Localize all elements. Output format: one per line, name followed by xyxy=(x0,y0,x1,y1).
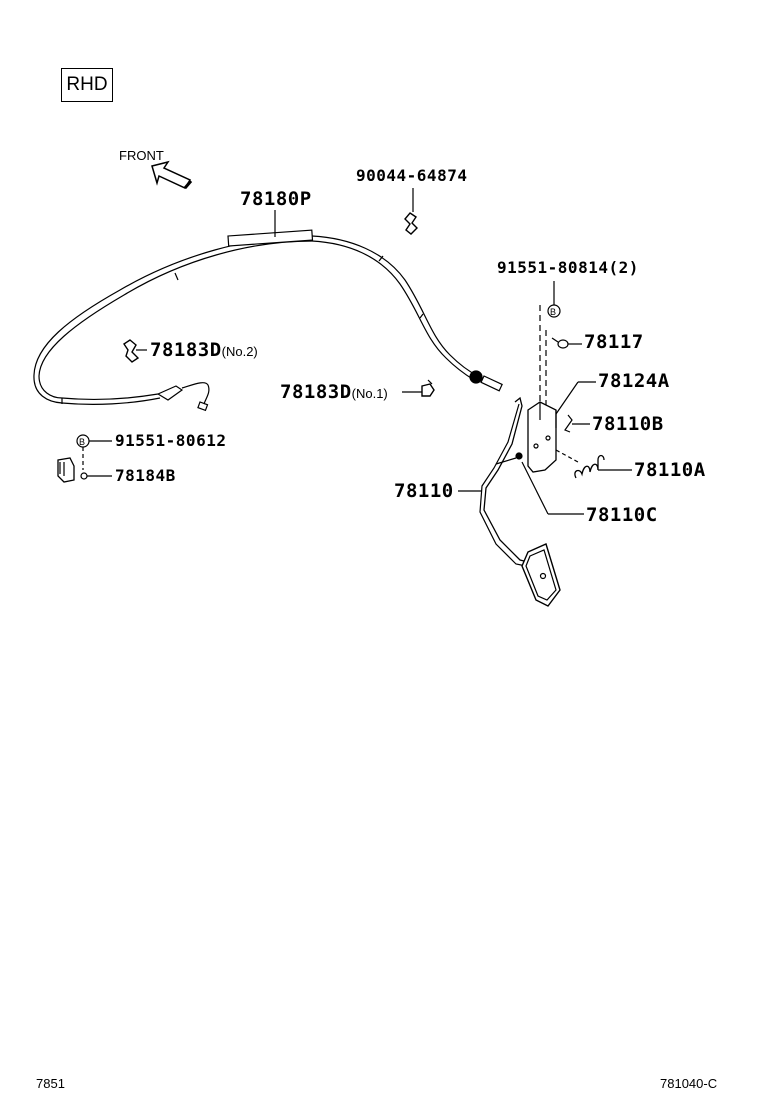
part-label-78124a[interactable]: 78124A xyxy=(598,372,670,391)
part-number: 78110C xyxy=(586,504,658,526)
bolt-bracket-left: B xyxy=(57,434,112,483)
clamp-no1-icon xyxy=(402,379,435,397)
part-number: 78180P xyxy=(240,188,312,210)
part-label-78180p[interactable]: 78180P xyxy=(240,190,312,209)
part-label-78110a[interactable]: 78110A xyxy=(634,461,706,480)
part-label-78183d-no2[interactable]: 78183D(No.2) xyxy=(150,341,258,360)
part-number: 78183D xyxy=(280,381,352,403)
part-suffix: (No.2) xyxy=(221,344,258,359)
part-label-78110c[interactable]: 78110C xyxy=(586,506,658,525)
part-number: 78183D xyxy=(150,339,222,361)
part-number: 78110A xyxy=(634,459,706,481)
stopper-icon xyxy=(551,337,582,349)
svg-text:B: B xyxy=(79,437,85,447)
page-code: 7851 xyxy=(36,1076,65,1091)
part-label-90044-64874[interactable]: 90044-64874 xyxy=(356,168,467,184)
part-label-78184b[interactable]: 78184B xyxy=(115,468,176,484)
front-arrow-icon xyxy=(151,160,193,189)
part-number: 91551-80612 xyxy=(115,431,227,450)
variant-badge: RHD xyxy=(61,68,113,102)
part-number: 91551-80814 xyxy=(497,258,609,277)
pedal-clip-icon xyxy=(564,414,590,433)
clip-icon xyxy=(404,212,418,235)
figure-code: 781040-C xyxy=(660,1076,718,1091)
accelerator-cable xyxy=(33,229,503,412)
svg-text:B: B xyxy=(550,307,556,317)
part-number: 78110 xyxy=(394,480,454,502)
spring-icon xyxy=(555,449,632,479)
part-label-91551-80814[interactable]: 91551-80814(2) xyxy=(497,260,639,276)
bushing-icon xyxy=(495,452,584,515)
part-label-91551-80612[interactable]: 91551-80612 xyxy=(115,433,226,449)
part-number: 78184B xyxy=(115,466,176,485)
clamp-no2-icon xyxy=(123,339,147,363)
part-number: 78117 xyxy=(584,331,644,353)
accelerator-pedal xyxy=(458,396,561,607)
part-number: 90044-64874 xyxy=(356,166,468,185)
part-label-78183d-no1[interactable]: 78183D(No.1) xyxy=(280,383,388,402)
part-label-78117[interactable]: 78117 xyxy=(584,333,644,352)
part-quantity: (2) xyxy=(608,258,639,277)
part-number: 78124A xyxy=(598,370,670,392)
part-label-78110[interactable]: 78110 xyxy=(394,482,454,501)
part-label-78110b[interactable]: 78110B xyxy=(592,415,664,434)
direction-label: FRONT xyxy=(119,148,164,163)
bolt-right: B xyxy=(539,281,561,420)
part-number: 78110B xyxy=(592,413,664,435)
pedal-bracket xyxy=(527,381,596,473)
part-suffix: (No.1) xyxy=(351,386,388,401)
